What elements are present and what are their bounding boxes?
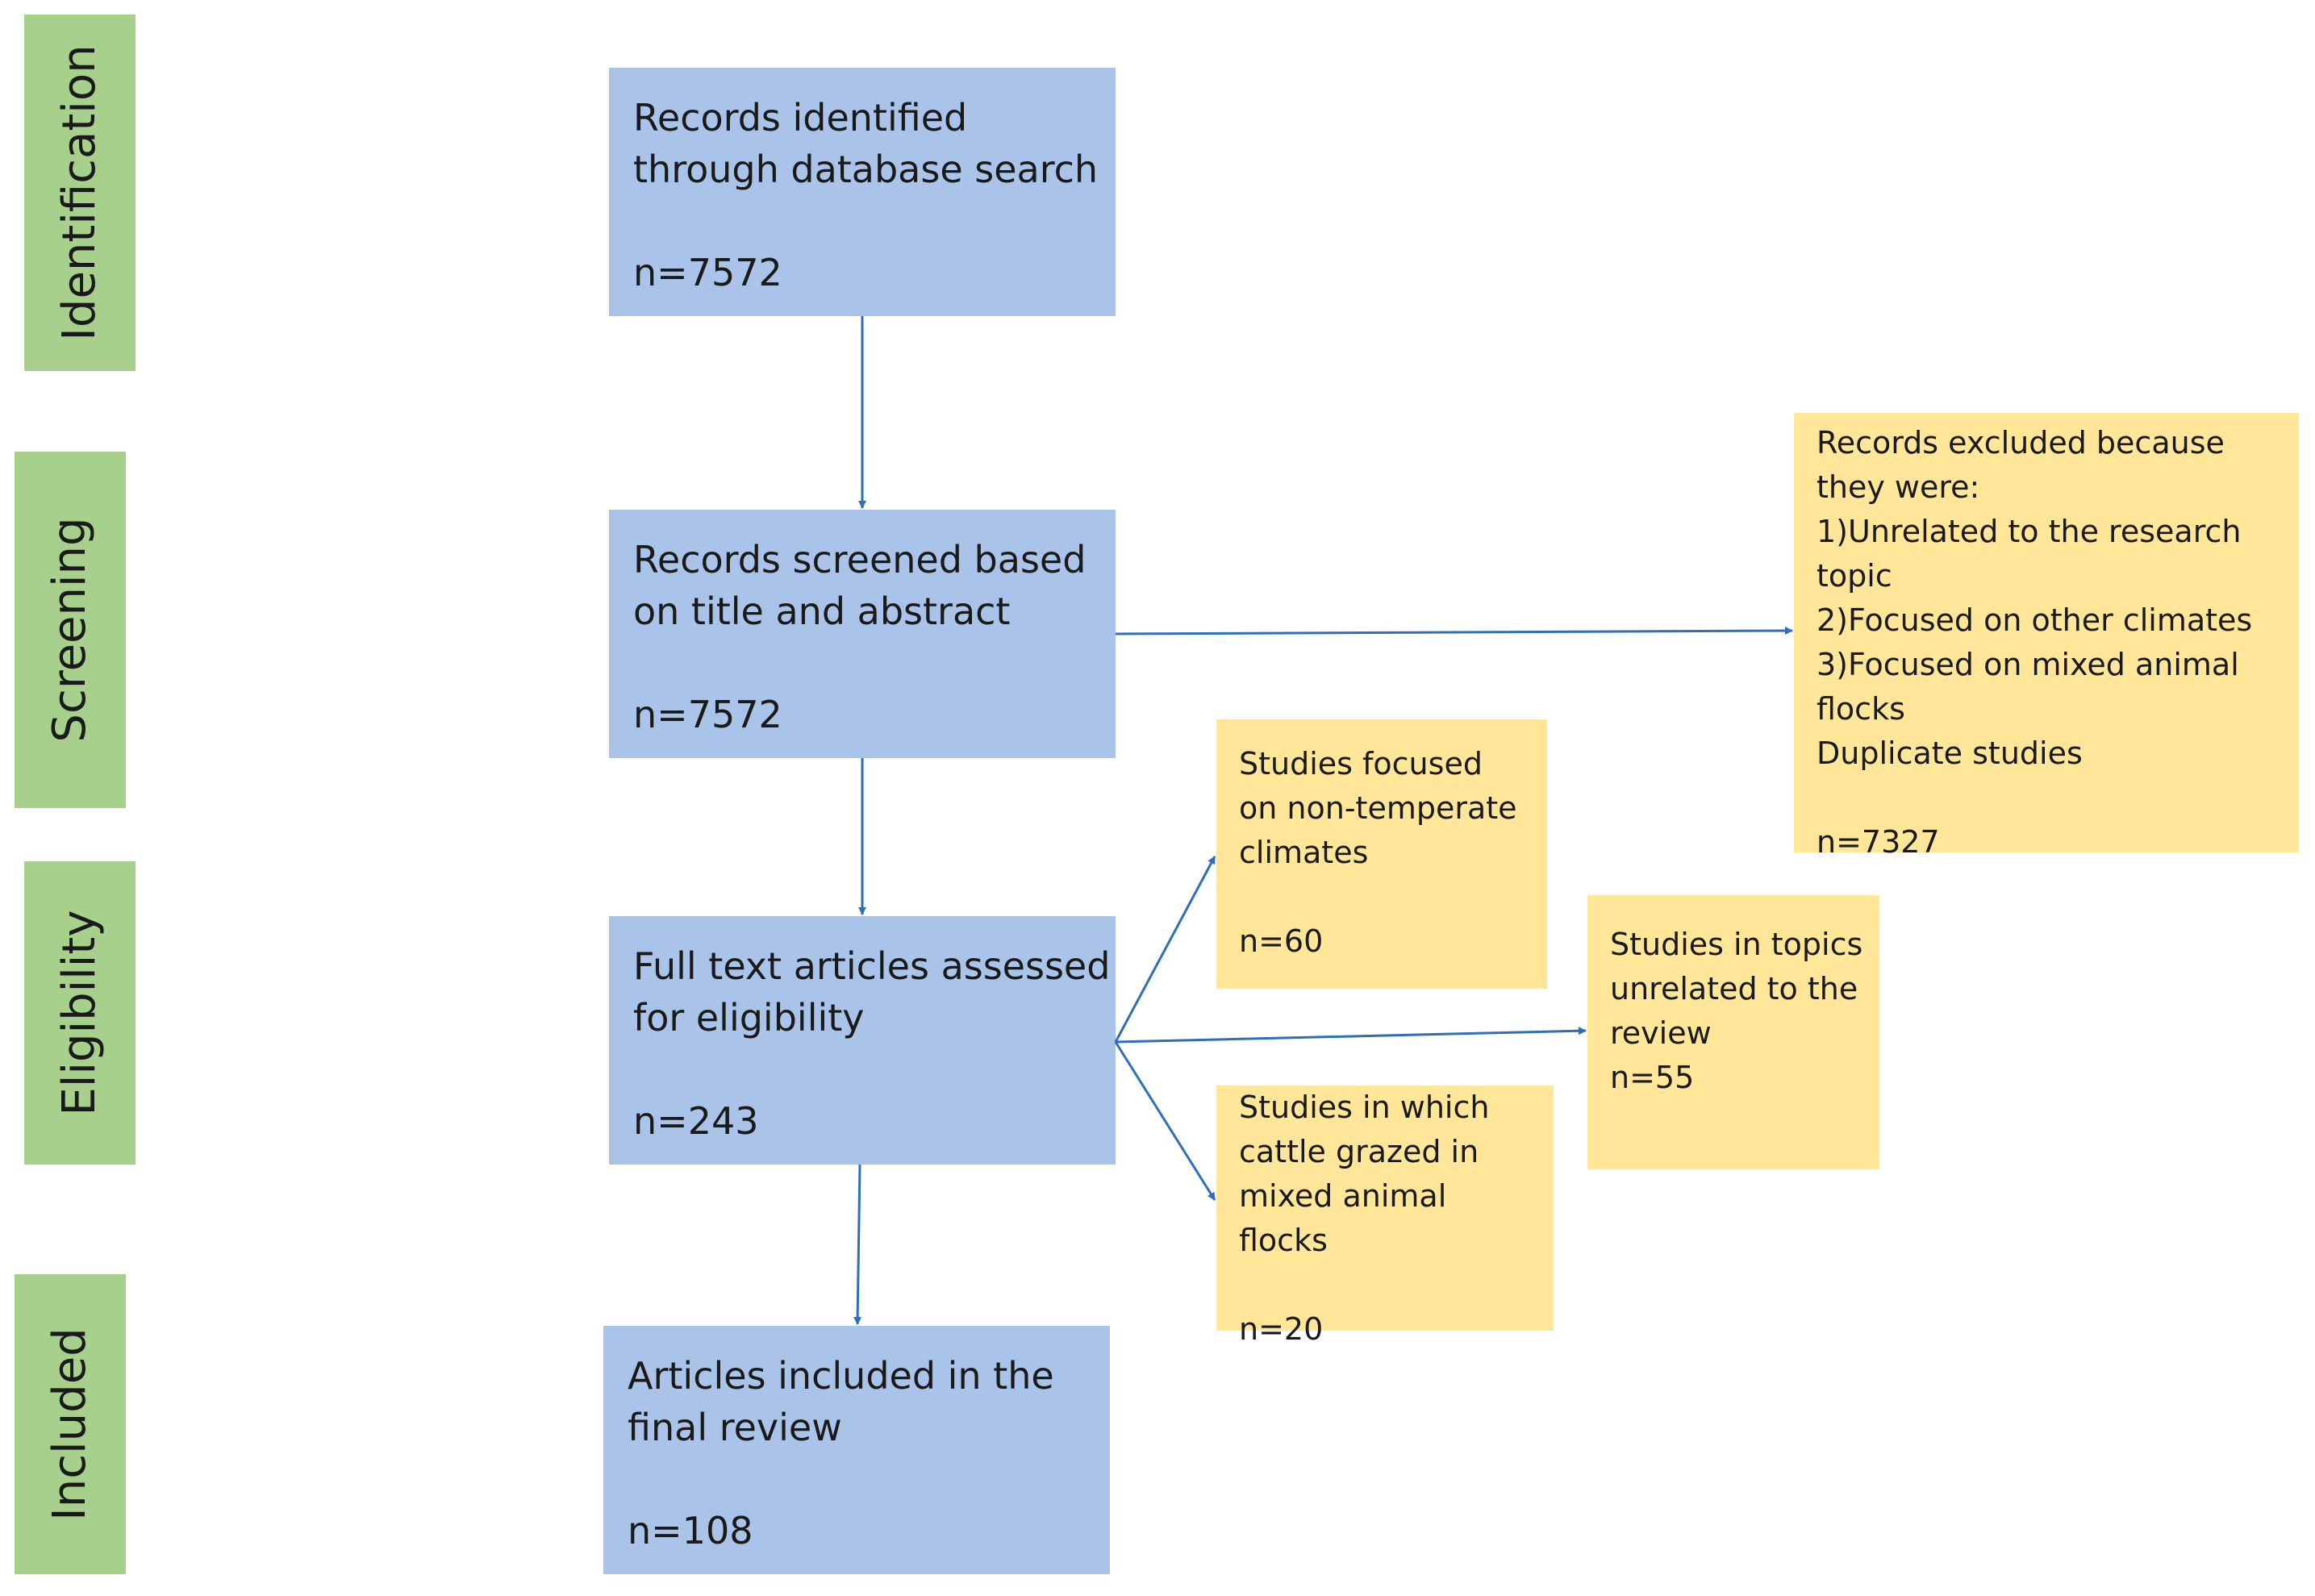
box-text-line: unrelated to the (1610, 971, 1858, 1006)
arrow-fulltext-to-mixed-flocks (1114, 1041, 1216, 1201)
box-text-line: for eligibility (633, 996, 865, 1040)
box-text-line: on non-temperate (1239, 790, 1517, 826)
articles-included-count: n=108 (628, 1509, 753, 1552)
non-temperate-exclusions-box: Studies focused on non-temperate climate… (1216, 719, 1547, 989)
box-text-line: Duplicate studies (1817, 735, 2083, 771)
records-screened-box: Records screened based on title and abst… (609, 510, 1116, 758)
arrow-fulltext-to-included (853, 1164, 862, 1325)
phase-eligibility: Eligibility (24, 861, 136, 1165)
arrow-fulltext-to-non-temperate (1114, 856, 1216, 1043)
box-text-line: 2)Focused on other climates (1817, 602, 2253, 638)
box-text-line: on title and abstract (633, 590, 1011, 633)
box-text-line: Records identified (633, 96, 968, 140)
box-text-line: Studies in which (1239, 1090, 1490, 1125)
box-text-line: topic (1817, 558, 1892, 594)
box-text-line: 3)Focused on mixed animal (1817, 647, 2239, 682)
records-identified-box: Records identified through database sear… (609, 68, 1116, 316)
box-text-line: they were: (1817, 469, 1980, 505)
phase-identification: Identification (24, 15, 136, 371)
box-text-line: 1)Unrelated to the research (1817, 514, 2242, 549)
box-text-line: Full text articles assessed (633, 944, 1111, 988)
box-text-line: through database search (633, 148, 1099, 191)
box-text-line: flocks (1239, 1223, 1328, 1258)
unrelated-topic-exclusions-count: n=55 (1610, 1060, 1695, 1095)
box-text-line: Articles included in the (628, 1354, 1054, 1398)
box-text-line: cattle grazed in (1239, 1134, 1479, 1169)
screening-exclusions-count: n=7327 (1817, 824, 1940, 860)
arrow-screened-to-exclusions (1115, 627, 1793, 635)
screening-exclusions-box: Records excluded because they were: 1)Un… (1794, 413, 2299, 860)
non-temperate-exclusions-count: n=60 (1239, 923, 1324, 959)
articles-included-box: Articles included in the final review n=… (603, 1326, 1110, 1574)
records-identified-count: n=7572 (633, 251, 782, 294)
mixed-flocks-exclusions-count: n=20 (1239, 1311, 1324, 1347)
box-text-line: final review (628, 1406, 842, 1449)
box-text-line: Studies focused (1239, 746, 1483, 781)
box-text-line: review (1610, 1015, 1712, 1051)
records-screened-count: n=7572 (633, 693, 782, 736)
box-text-line: flocks (1817, 691, 1905, 727)
mixed-flocks-exclusions-box: Studies in which cattle grazed in mixed … (1216, 1086, 1554, 1347)
unrelated-topic-exclusions-box: Studies in topics unrelated to the revie… (1587, 895, 1879, 1169)
fulltext-assessed-count: n=243 (633, 1099, 759, 1143)
phase-screening: Screening (15, 452, 126, 808)
box-text-line: Records excluded because (1817, 425, 2225, 460)
box-text-line: climates (1239, 835, 1369, 870)
phase-included: Included (15, 1274, 126, 1574)
box-text-line: mixed animal (1239, 1178, 1447, 1214)
fulltext-assessed-box: Full text articles assessed for eligibil… (609, 916, 1116, 1165)
box-text-line: Records screened based (633, 538, 1087, 581)
box-text-line: Studies in topics (1610, 927, 1863, 962)
arrow-fulltext-to-unrelated-topic (1115, 1027, 1587, 1044)
